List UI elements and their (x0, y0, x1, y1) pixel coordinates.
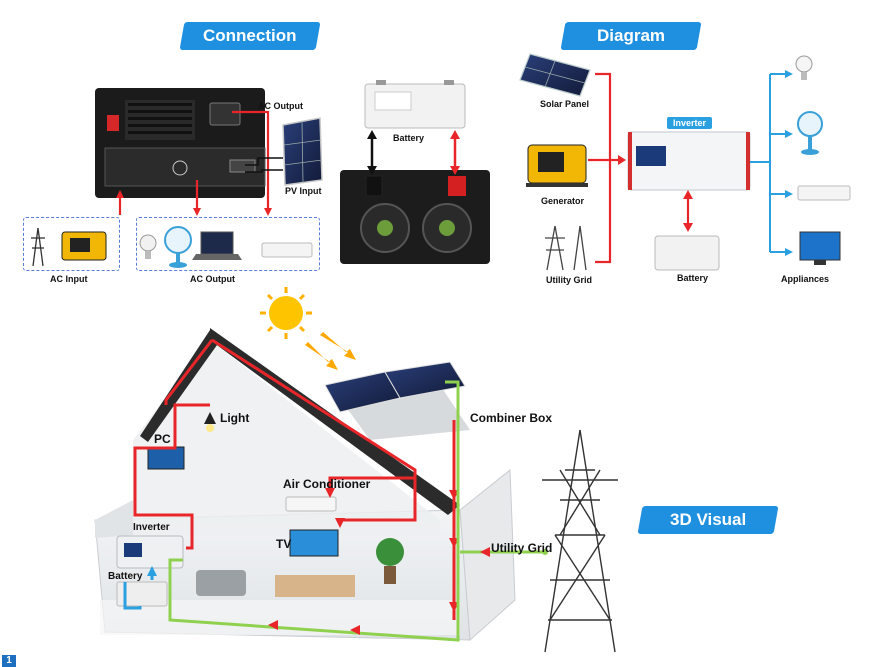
battery-dc-lines (370, 134, 457, 172)
ac-output-box (136, 217, 320, 271)
return-arrows (268, 547, 490, 635)
label-inverter-house: Inverter (133, 522, 170, 533)
sun-rays-arrows (305, 332, 356, 370)
inverter-back-panel (95, 88, 266, 198)
label-generator: Generator (541, 196, 585, 206)
label-appliances: Appliances (781, 274, 830, 284)
label-tv: TV (276, 537, 292, 551)
house-pv-wiring (168, 380, 545, 642)
diagram-solar-panel (519, 53, 591, 97)
label-utility-grid-house: Utility Grid (491, 541, 553, 555)
diagram-appliances (795, 55, 851, 265)
label-pc: PC (154, 432, 171, 446)
diagram-input-lines (588, 72, 620, 264)
label-battery-house: Battery (108, 571, 143, 582)
diagram-utility-tower (545, 225, 587, 271)
ac-input-icons (31, 227, 107, 267)
diagram-generator (526, 144, 588, 187)
diagram-battery (654, 235, 720, 271)
house-ac-wiring (133, 338, 456, 620)
label-combiner-box: Combiner Box (470, 411, 553, 425)
connection-ac-lines (118, 110, 270, 215)
label-light: Light (220, 411, 250, 425)
label-battery-connection: Battery (393, 133, 425, 143)
label-inverter-diagram: Inverter (667, 117, 713, 129)
diagram-inverter (627, 131, 751, 191)
label-pv-input: PV Input (285, 186, 322, 196)
ac-output-icons (139, 226, 313, 268)
battery-connection (364, 80, 466, 129)
label-battery-diagram: Battery (677, 273, 709, 283)
label-ac-input: AC Input (50, 274, 88, 284)
roof-solar-panels (324, 361, 466, 413)
label-utility-grid-diagram: Utility Grid (546, 275, 593, 285)
label-solar-panel: Solar Panel (540, 99, 590, 109)
ac-input-box (23, 217, 120, 271)
page-number-badge: 1 (2, 655, 16, 667)
label-ac-output-top: AC Output (258, 101, 303, 111)
inverter-front (340, 170, 490, 264)
label-air-conditioner: Air Conditioner (283, 477, 371, 491)
pv-panel-connection (282, 117, 323, 186)
diagram-output-lines (750, 73, 788, 253)
transmission-tower (542, 429, 618, 653)
sun-icon (260, 287, 312, 339)
label-ac-output-bottom: AC Output (190, 274, 235, 284)
